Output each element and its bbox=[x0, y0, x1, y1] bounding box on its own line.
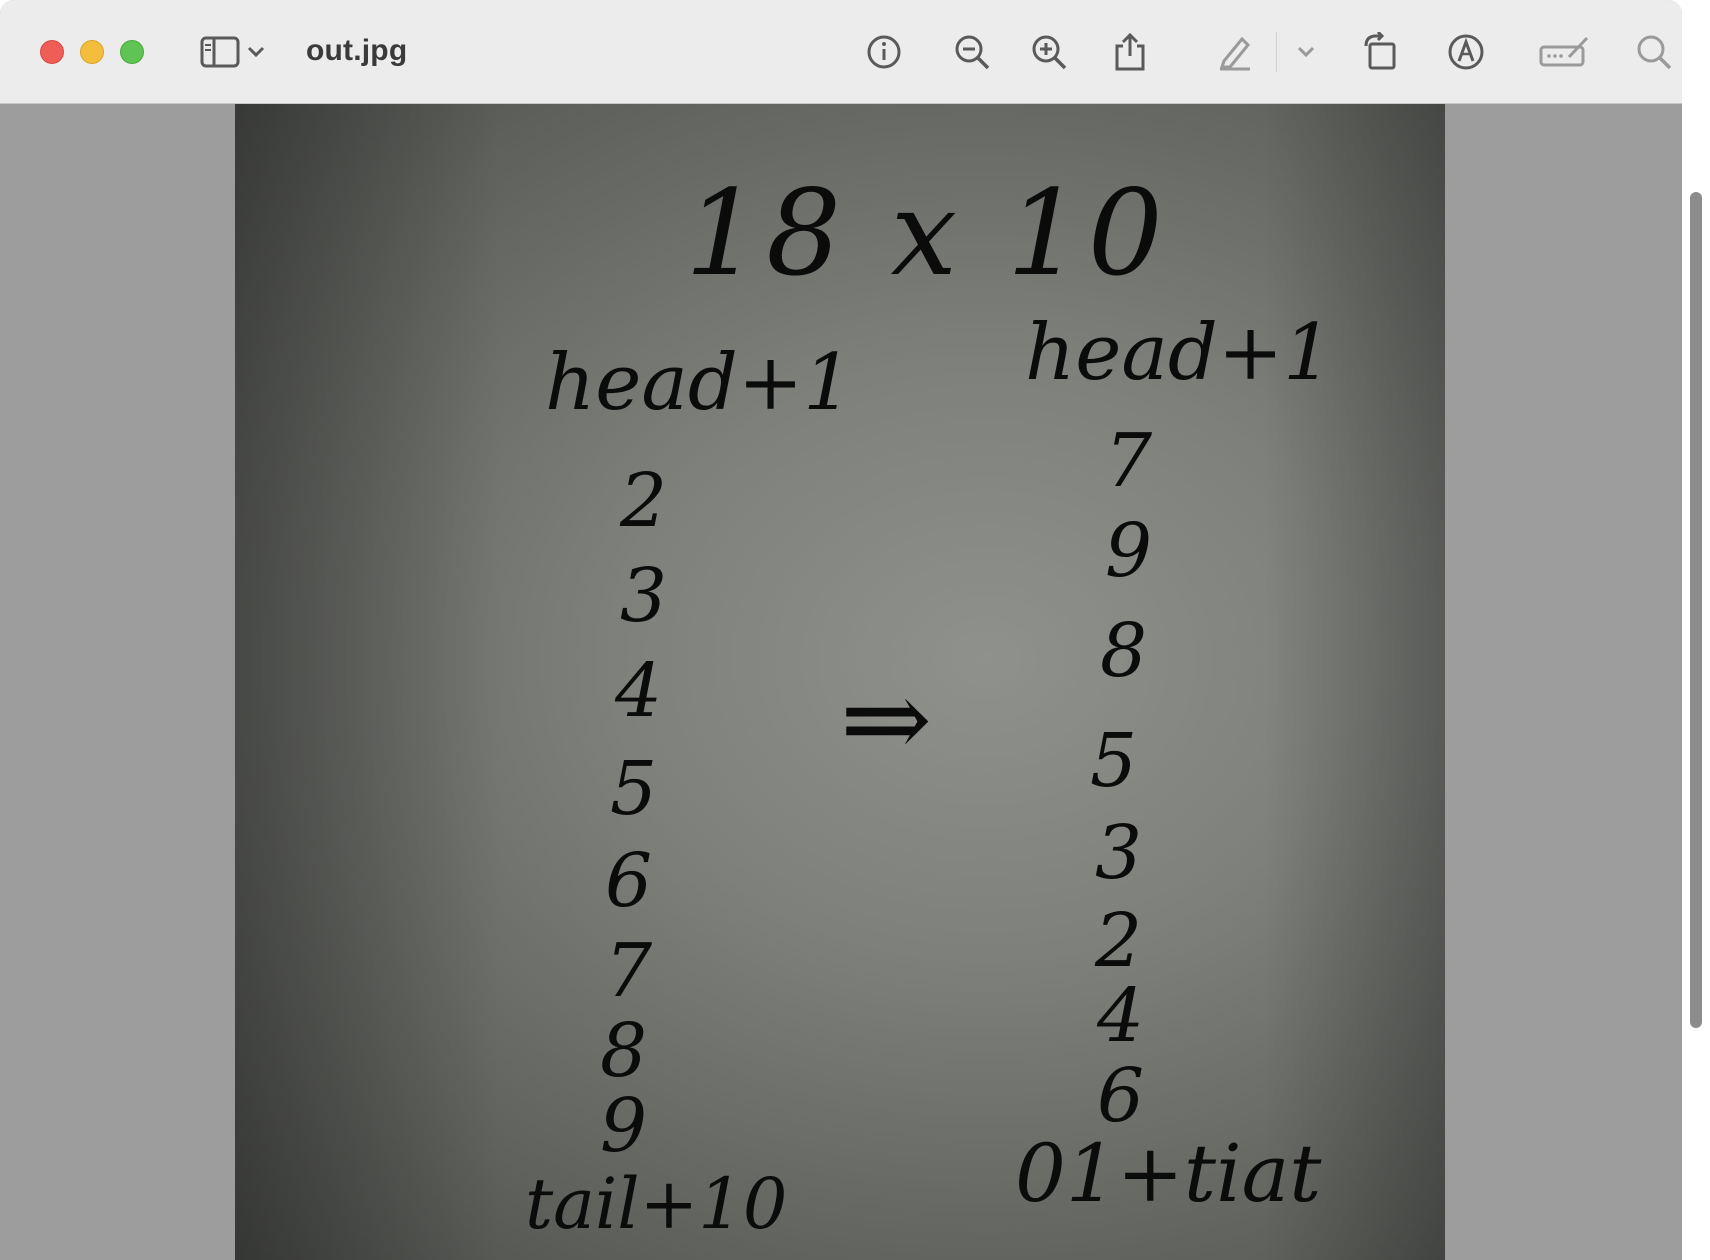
document-title: out.jpg bbox=[306, 34, 408, 67]
markup-icon[interactable] bbox=[1444, 30, 1488, 74]
zoom-button[interactable] bbox=[120, 40, 144, 64]
right-value: 6 bbox=[1097, 1053, 1145, 1139]
form-fill-icon[interactable] bbox=[1538, 30, 1590, 74]
left-value: 8 bbox=[600, 1008, 648, 1094]
scrollbar-thumb[interactable] bbox=[1690, 192, 1702, 1028]
left-value: 2 bbox=[620, 458, 668, 544]
left-value: 9 bbox=[600, 1083, 648, 1169]
zoom-in-icon[interactable] bbox=[1027, 30, 1071, 74]
transform-arrow: ⇒ bbox=[840, 655, 933, 783]
left-value: 6 bbox=[605, 838, 653, 924]
image-viewport[interactable]: 18 x 10 head+1 2 3 4 5 6 7 8 9 tail+10 ⇒… bbox=[0, 104, 1682, 1260]
title-bar: out.jpg bbox=[0, 0, 1682, 104]
right-value: 2 bbox=[1095, 898, 1143, 984]
photo-title: 18 x 10 bbox=[685, 164, 1169, 302]
right-value: 8 bbox=[1100, 608, 1148, 694]
right-value: 5 bbox=[1090, 718, 1138, 804]
zoom-out-icon[interactable] bbox=[950, 30, 994, 74]
left-value: 7 bbox=[605, 928, 653, 1014]
right-value: 4 bbox=[1097, 973, 1145, 1059]
left-column-header: head+1 bbox=[545, 338, 853, 428]
right-value: 7 bbox=[1105, 418, 1153, 504]
rotate-icon[interactable] bbox=[1358, 30, 1402, 74]
left-value: 5 bbox=[610, 746, 658, 832]
toolbar-separator bbox=[1276, 32, 1277, 72]
search-icon[interactable] bbox=[1632, 30, 1676, 74]
highlight-pen-icon[interactable] bbox=[1213, 30, 1257, 74]
close-button[interactable] bbox=[40, 40, 64, 64]
minimize-button[interactable] bbox=[80, 40, 104, 64]
right-column-footer: 01+tiat bbox=[1015, 1127, 1322, 1220]
share-icon[interactable] bbox=[1108, 30, 1152, 74]
chevron-down-icon[interactable] bbox=[1294, 30, 1318, 74]
chevron-down-icon[interactable] bbox=[244, 30, 268, 74]
info-icon[interactable] bbox=[862, 30, 906, 74]
right-value: 9 bbox=[1105, 508, 1153, 594]
left-column-footer: tail+10 bbox=[525, 1163, 788, 1245]
right-column-header: head+1 bbox=[1025, 308, 1333, 398]
right-value: 3 bbox=[1095, 810, 1143, 896]
left-value: 4 bbox=[615, 648, 663, 734]
handwritten-photo: 18 x 10 head+1 2 3 4 5 6 7 8 9 tail+10 ⇒… bbox=[235, 104, 1445, 1260]
left-value: 3 bbox=[620, 553, 668, 639]
sidebar-icon[interactable] bbox=[198, 30, 242, 74]
